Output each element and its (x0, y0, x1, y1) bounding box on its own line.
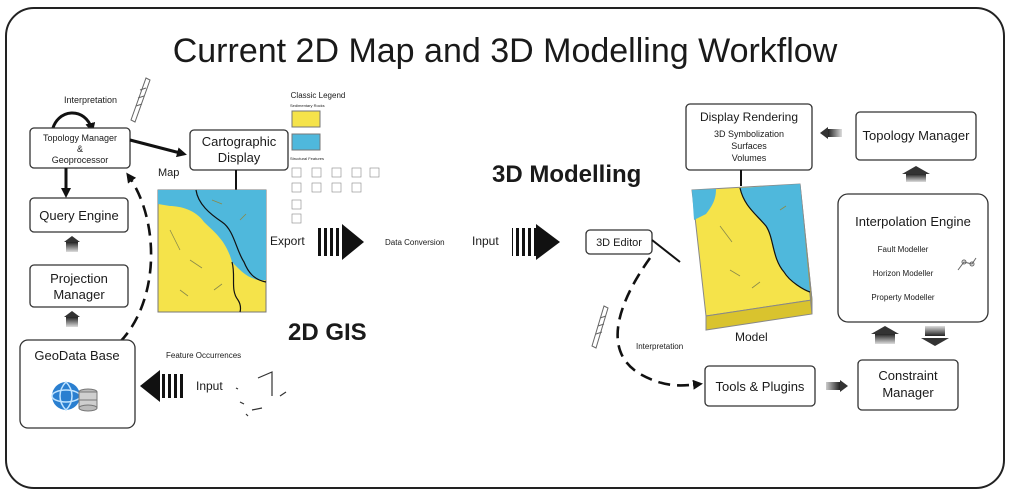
cartographic-line2: Display (218, 150, 261, 165)
query-engine-box (29, 197, 129, 233)
topology-3d-label: Topology Manager (863, 128, 971, 143)
display-rendering-item-3: Volumes (732, 153, 767, 163)
up-arrow-interpolation-topology (902, 166, 930, 182)
export-arrow (318, 224, 364, 260)
map-label: Map (158, 167, 179, 179)
interpolation-engine-box (837, 193, 989, 323)
cartographic-display-box (189, 129, 289, 171)
tools-plugins-label: Tools & Plugins (716, 379, 805, 394)
pen-icon-3d (591, 305, 609, 349)
constraint-manager-box (857, 359, 959, 411)
display-rendering-item-2: Surfaces (731, 141, 767, 151)
classic-legend: Classic Legend Sedimentary Rocks Structu… (290, 91, 380, 224)
interpolation-item-1: Fault Modeller (878, 245, 929, 254)
display-rendering-box (685, 103, 813, 171)
arrow-topology-to-display (820, 127, 842, 139)
input-3d-arrow (512, 224, 560, 260)
data-conversion-label: Data Conversion (385, 238, 445, 247)
topology-2d-line2: & (77, 144, 83, 154)
interpretation-2d-label: Interpretation (64, 95, 117, 105)
section-2d-gis: 2D GIS (288, 319, 367, 346)
up-arrow-geodata-projection (64, 311, 80, 327)
interpolation-item-3: Property Modeller (871, 293, 934, 302)
topology-manager-3d-box (855, 111, 977, 161)
3d-editor-label: 3D Editor (596, 237, 642, 249)
pen-icon-2d (130, 77, 151, 123)
cartographic-line1: Cartographic (202, 134, 277, 149)
topology-2d-line1: Topology Manager (43, 133, 117, 143)
feature-occurrences-label: Feature Occurrences (166, 351, 241, 360)
input-3d-label: Input (472, 234, 499, 248)
projection-line2: Manager (53, 287, 105, 302)
tools-plugins-box (704, 365, 816, 407)
topology-2d-line3: Geoprocessor (52, 155, 109, 165)
model-3d-image (691, 183, 813, 331)
interpolation-item-2: Horizon Modeller (873, 269, 934, 278)
constraint-line2: Manager (882, 385, 934, 400)
interpretation-2d-arrow (50, 111, 96, 133)
display-rendering-item-1: 3D Symbolization (714, 129, 784, 139)
input-2d-arrow (140, 370, 186, 402)
constraint-line1: Constraint (878, 368, 938, 383)
database-globe-icon (51, 380, 98, 412)
projection-manager-box (29, 264, 129, 308)
legend-yellow-swatch (291, 110, 321, 128)
robot-arm-icon (957, 257, 977, 271)
legend-blue-swatch (291, 133, 321, 151)
topology-manager-2d-box (29, 127, 131, 169)
arrow-tools-to-constraint (826, 380, 848, 392)
arrow-topology-to-cartographic (129, 138, 187, 158)
query-engine-label: Query Engine (39, 208, 119, 223)
up-arrow-constraint-interpolation (871, 326, 899, 344)
geodata-base-label: GeoData Base (34, 348, 119, 363)
display-rendering-title: Display Rendering (700, 110, 798, 124)
up-arrow-projection-query (64, 236, 80, 252)
dashed-arrow-geodata-to-topology (119, 172, 153, 343)
diagram-title: Current 2D Map and 3D Modelling Workflow (173, 32, 838, 70)
interpretation-3d-label: Interpretation (636, 342, 683, 351)
legend-sedimentary-label: Sedimentary Rocks (290, 103, 325, 108)
map-2d-image (157, 189, 267, 313)
legend-title: Classic Legend (291, 91, 346, 100)
down-arrow-interpolation-constraint (921, 326, 949, 346)
export-label: Export (270, 234, 305, 248)
section-3d-modelling: 3D Modelling (492, 161, 641, 188)
editor-to-model-connector (651, 239, 681, 263)
geodata-base-box (19, 339, 136, 429)
model-label: Model (735, 330, 768, 344)
input-2d-label: Input (196, 379, 223, 393)
3d-editor-box (585, 229, 653, 255)
legend-structural-label: Structural Features (290, 156, 324, 161)
feature-symbols-icon (235, 371, 287, 417)
projection-line1: Projection (50, 271, 108, 286)
interpolation-title: Interpolation Engine (855, 214, 971, 229)
dashed-arrow-editor-to-tools (616, 257, 703, 390)
